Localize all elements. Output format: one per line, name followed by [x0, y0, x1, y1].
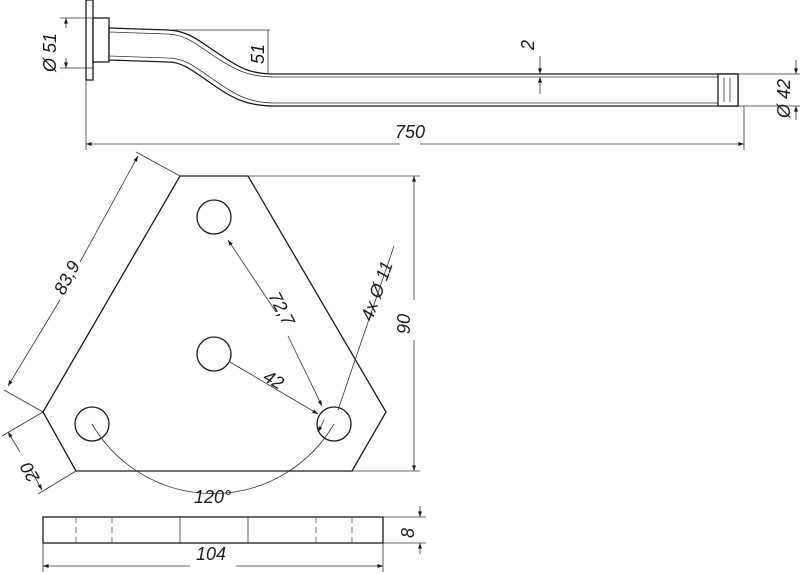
dim-tube-diameter: Ø 42 — [738, 60, 800, 120]
tube-end-cap — [717, 73, 739, 107]
label-bend-offset: 51 — [248, 44, 268, 64]
label-tube-diameter: Ø 42 — [774, 79, 794, 119]
dim-wall-thickness: 2 — [518, 40, 542, 94]
dim-plate-height: 90 — [248, 175, 420, 472]
label-plate-height: 90 — [394, 314, 414, 334]
plate-edge-body — [42, 516, 384, 544]
plate-side-view — [42, 516, 384, 544]
label-hole-angle: 120° — [194, 487, 231, 507]
label-plate-width: 104 — [196, 544, 226, 564]
angle-arc — [91, 423, 335, 494]
label-plate-edge: 83,9 — [50, 258, 84, 298]
tube-side-view — [85, 0, 739, 107]
plate-top-view — [42, 175, 387, 494]
label-holes: 4x Ø 11 — [357, 259, 397, 324]
label-plate-thickness: 8 — [398, 528, 418, 538]
tube-flange-collar — [92, 17, 110, 63]
dim-flange-diameter: Ø 51 — [40, 17, 93, 73]
label-wall-thickness: 2 — [518, 40, 538, 51]
dim-plate-width: 104 — [42, 543, 384, 572]
dim-plate-thickness: 8 — [383, 506, 426, 554]
label-total-length: 750 — [395, 122, 425, 142]
dim-total-length: 750 — [85, 80, 745, 150]
dim-bend-offset: 51 — [172, 29, 270, 74]
label-corner-cut: 20 — [16, 459, 44, 487]
hole-top — [196, 199, 232, 235]
tube-body — [108, 27, 739, 107]
label-flange-diameter: Ø 51 — [40, 33, 60, 73]
hole-center — [196, 336, 232, 372]
